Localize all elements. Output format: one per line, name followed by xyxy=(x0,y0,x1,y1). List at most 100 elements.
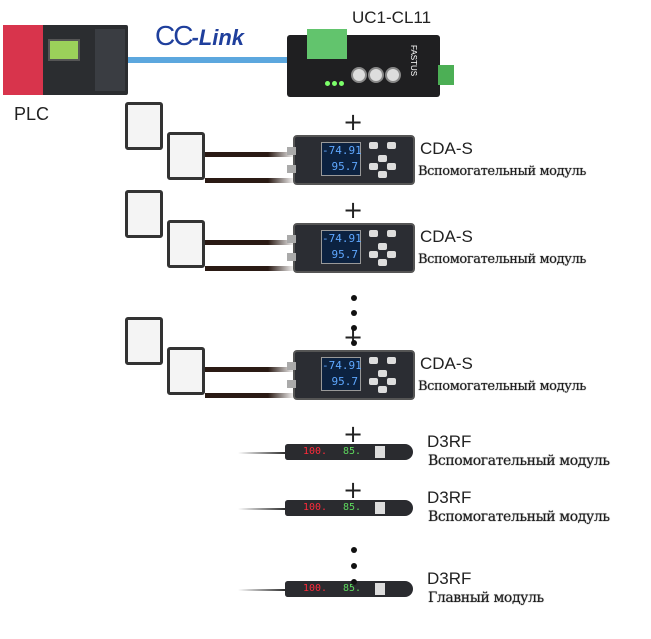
rotary-switch xyxy=(385,67,401,83)
cda-s-role: Вспомогательный модуль xyxy=(418,164,586,179)
display-value: -74.91 xyxy=(322,144,362,157)
sensor-cable xyxy=(205,178,295,183)
cda-s-label: CDA-S xyxy=(420,139,473,158)
plc-device xyxy=(3,25,128,95)
cda-button xyxy=(378,370,387,377)
green-display: 85. xyxy=(343,502,362,513)
plc-power-supply xyxy=(3,25,43,95)
cda-button xyxy=(369,163,378,170)
cda-button xyxy=(387,163,396,170)
cda-s-role: Вспомогательный модуль xyxy=(418,252,586,267)
connector xyxy=(287,380,296,388)
sensor-head xyxy=(125,102,163,150)
continuation-dot xyxy=(351,310,357,316)
cda-display: -74.91 95.7 xyxy=(321,142,362,176)
sensor-cable xyxy=(205,367,295,372)
cda-button xyxy=(387,378,396,385)
fiber-cable xyxy=(238,508,288,510)
d3rf-role: Вспомогательный модуль xyxy=(428,509,610,525)
continuation-dot xyxy=(351,295,357,301)
red-display: 100. xyxy=(303,502,328,513)
cda-s-label: CDA-S xyxy=(420,354,473,373)
d3rf-switch xyxy=(375,446,385,458)
d3rf-device: 100. 85. xyxy=(285,581,413,597)
cda-button xyxy=(378,386,387,393)
gateway-brand: FASTUS xyxy=(409,45,418,77)
continuation-dot xyxy=(351,547,357,553)
cda-s-label: CDA-S xyxy=(420,227,473,246)
cc-link-logo: CC-Link xyxy=(155,20,244,52)
connector xyxy=(287,147,296,155)
connector xyxy=(287,253,296,261)
cda-button xyxy=(378,243,387,250)
plus-sign: + xyxy=(343,476,364,504)
sensor-head xyxy=(125,190,163,238)
red-display: 100. xyxy=(303,583,328,594)
d3rf-label: D3RF xyxy=(427,569,472,588)
power-connector xyxy=(438,65,454,85)
plus-sign: + xyxy=(343,420,364,448)
status-led xyxy=(339,81,344,86)
cc-link-prefix: CC xyxy=(155,20,193,51)
sensor-head xyxy=(125,317,163,365)
connector xyxy=(287,235,296,243)
cda-button xyxy=(387,230,396,237)
d3rf-role: Главный модуль xyxy=(428,590,544,606)
d3rf-role: Вспомогательный модуль xyxy=(428,453,610,469)
plus-sign: + xyxy=(343,108,364,136)
terminal-block xyxy=(307,29,347,59)
d3rf-device: 100. 85. xyxy=(285,500,413,516)
display-value: 95.7 xyxy=(331,248,359,261)
cda-s-device: -74.91 95.7 xyxy=(287,135,415,185)
sensor-head xyxy=(167,132,205,180)
d3rf-label: D3RF xyxy=(427,432,472,451)
plus-sign: + xyxy=(343,323,364,351)
cda-button xyxy=(378,171,387,178)
plc-module xyxy=(95,29,125,91)
rotary-switch xyxy=(368,67,384,83)
display-value: 95.7 xyxy=(331,160,359,173)
plus-sign: + xyxy=(343,196,364,224)
cda-button xyxy=(369,251,378,258)
plc-lcd xyxy=(48,39,80,61)
cda-button xyxy=(369,142,378,149)
red-display: 100. xyxy=(303,446,328,457)
d3rf-label: D3RF xyxy=(427,488,472,507)
cda-button xyxy=(369,378,378,385)
connector xyxy=(287,165,296,173)
cda-button xyxy=(378,155,387,162)
cda-s-device: -74.91 95.7 xyxy=(287,223,415,273)
fiber-cable xyxy=(238,589,288,591)
cda-button xyxy=(387,142,396,149)
cda-display: -74.91 95.7 xyxy=(321,230,362,264)
display-value: 95.7 xyxy=(331,375,359,388)
gateway-device: FASTUS xyxy=(287,29,454,97)
sensor-head xyxy=(167,347,205,395)
cc-link-suffix: -Link xyxy=(191,25,245,50)
green-display: 85. xyxy=(343,583,362,594)
cda-button xyxy=(387,357,396,364)
cda-button xyxy=(369,357,378,364)
sensor-cable xyxy=(205,240,295,245)
continuation-dot xyxy=(351,579,357,585)
connector xyxy=(287,362,296,370)
fiber-cable xyxy=(238,452,288,454)
display-value: -74.91 xyxy=(322,232,362,245)
sensor-head xyxy=(167,220,205,268)
status-led xyxy=(332,81,337,86)
cda-s-role: Вспомогательный модуль xyxy=(418,379,586,394)
sensor-cable xyxy=(205,152,295,157)
cda-button xyxy=(387,251,396,258)
continuation-dot xyxy=(351,340,357,346)
d3rf-device: 100. 85. xyxy=(285,444,413,460)
continuation-dot xyxy=(351,563,357,569)
rotary-switch xyxy=(351,67,367,83)
cc-link-cable xyxy=(128,57,288,63)
d3rf-switch xyxy=(375,502,385,514)
continuation-dot xyxy=(351,325,357,331)
plc-label: PLC xyxy=(14,104,50,124)
sensor-cable xyxy=(205,266,295,271)
d3rf-switch xyxy=(375,583,385,595)
